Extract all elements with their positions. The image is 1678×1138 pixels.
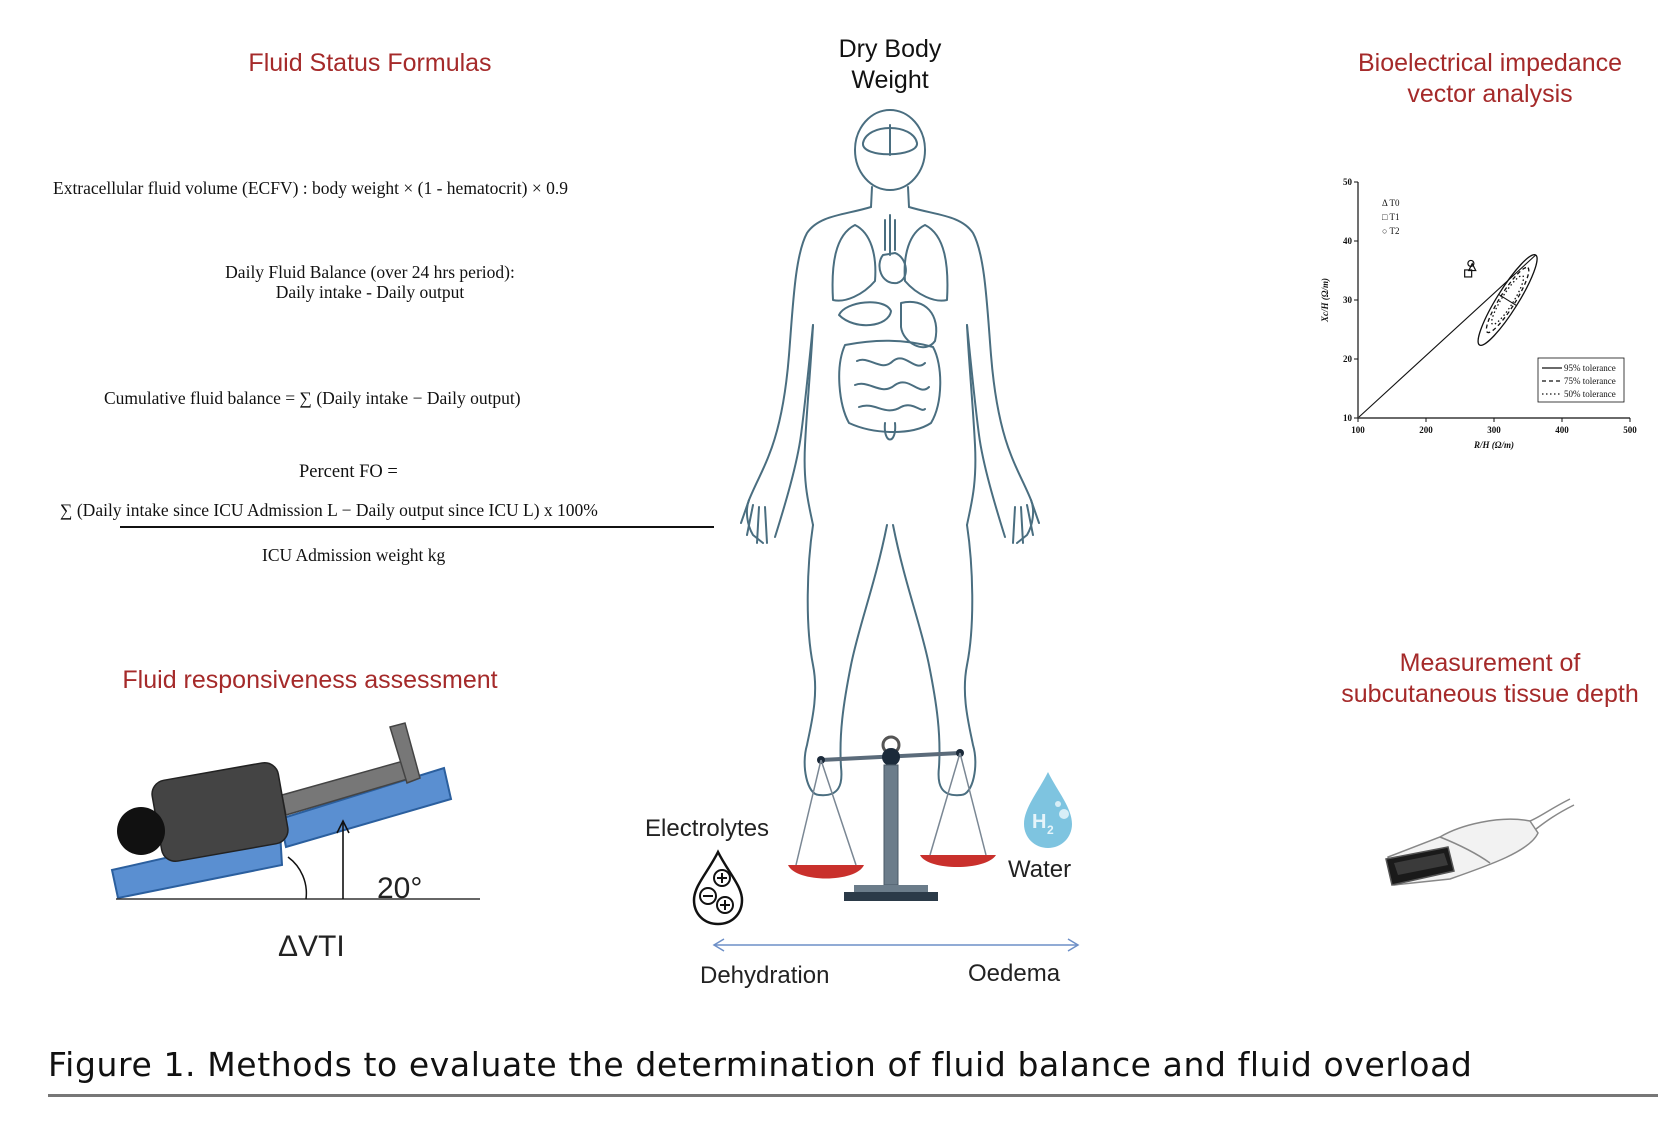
scale-left-pan — [788, 865, 864, 879]
y-tick-label: 40 — [1343, 236, 1353, 246]
dry-body-weight-title: Dry Body Weight — [790, 34, 990, 96]
subcut-title-line2: subcutaneous tissue depth — [1341, 680, 1639, 708]
h2-subscript: 2 — [1047, 823, 1054, 837]
oedema-label: Oedema — [968, 960, 1061, 987]
y-tick-label: 20 — [1343, 354, 1353, 364]
tolerance-legend-label: 50% tolerance — [1564, 389, 1616, 399]
subcut-title: Measurement of subcutaneous tissue depth — [1300, 648, 1678, 710]
dry-body-line2: Weight — [851, 66, 929, 94]
formulas-title: Fluid Status Formulas — [248, 49, 492, 77]
ecfv-formula: Extracellular fluid volume (ECFV) : body… — [53, 178, 568, 198]
ultrasound-probe-illustration — [1385, 798, 1575, 886]
point-T1 — [1464, 269, 1473, 278]
bia-vector-chart: 100 200 300 400 500 10 20 30 40 50R/H (Ω/m) Xc/H (… — [1320, 177, 1637, 450]
dehydration-label: Dehydration — [700, 962, 830, 989]
bia-title: Bioelectrical impedance vector analysis — [1320, 48, 1660, 110]
x-tick-label: 200 — [1419, 425, 1433, 435]
fraction-bar — [120, 526, 714, 528]
y-tick-label: 10 — [1343, 413, 1353, 423]
h2-symbol: H — [1032, 811, 1046, 833]
dehydration-oedema-arrow — [712, 938, 1080, 952]
delta-vti-label: ΔVTI — [278, 930, 345, 963]
bia-title-line1: Bioelectrical impedance — [1357, 49, 1623, 77]
x-tick-label: 300 — [1487, 425, 1501, 435]
cumulative-balance-formula: Cumulative fluid balance = ∑ (Daily inta… — [104, 388, 521, 408]
patient-head — [117, 807, 165, 855]
scale-right-pan — [920, 855, 996, 867]
x-tick-label: 100 — [1351, 425, 1365, 435]
tolerance-legend-label: 95% tolerance — [1564, 363, 1616, 373]
water-label: Water — [1008, 856, 1072, 883]
electrolytes-label: Electrolytes — [645, 815, 770, 842]
dry-body-line1: Dry Body — [838, 35, 942, 63]
caption-underline — [48, 1094, 1658, 1097]
tolerance-legend-box — [1537, 357, 1625, 403]
tolerance-ellipse-50 — [1491, 274, 1525, 326]
point-T2 — [1467, 259, 1475, 268]
subcut-title-line1: Measurement of — [1399, 649, 1581, 677]
daily-balance-formula: Daily Fluid Balance (over 24 hrs period)… — [150, 262, 590, 302]
patient-feet — [389, 722, 421, 784]
percent-fo-numerator: ∑ (Daily intake since ICU Admission L − … — [60, 500, 598, 520]
x-tick-label: 500 — [1623, 425, 1637, 435]
series-legend-entry: Δ T0 — [1382, 198, 1400, 208]
x-axis-label: R/H (Ω/m) — [1473, 440, 1514, 450]
bia-title-line2: vector analysis — [1407, 80, 1573, 108]
electrolyte-drop-icon — [692, 849, 744, 926]
human-body-outline — [740, 109, 1040, 797]
daily-balance-line2: Daily intake - Daily output — [275, 282, 465, 302]
y-tick-label: 30 — [1343, 295, 1353, 305]
series-legend-entry: □ T1 — [1382, 212, 1400, 222]
y-tick-label: 50 — [1343, 177, 1353, 187]
series-legend-entry: ○ T2 — [1382, 226, 1400, 236]
balance-scale — [788, 735, 996, 901]
responsiveness-title: Fluid responsiveness assessment — [122, 666, 498, 694]
percent-fo-denominator: ICU Admission weight kg — [262, 545, 446, 565]
x-tick-label: 400 — [1555, 425, 1569, 435]
vector-minor-axis — [1498, 293, 1517, 307]
passive-leg-raise-illustration — [110, 722, 480, 900]
angle-label: 20° — [377, 872, 423, 905]
vector-major-axis — [1358, 254, 1537, 418]
y-axis-label: Xc/H (Ω/m) — [1320, 278, 1330, 323]
figure-caption: Figure 1. Methods to evaluate the determ… — [48, 1045, 1473, 1084]
water-drop-icon: H 2 — [1024, 772, 1072, 848]
tolerance-legend-label: 75% tolerance — [1564, 376, 1616, 386]
percent-fo-label: Percent FO = — [299, 462, 398, 482]
daily-balance-line1: Daily Fluid Balance (over 24 hrs period)… — [225, 262, 515, 282]
